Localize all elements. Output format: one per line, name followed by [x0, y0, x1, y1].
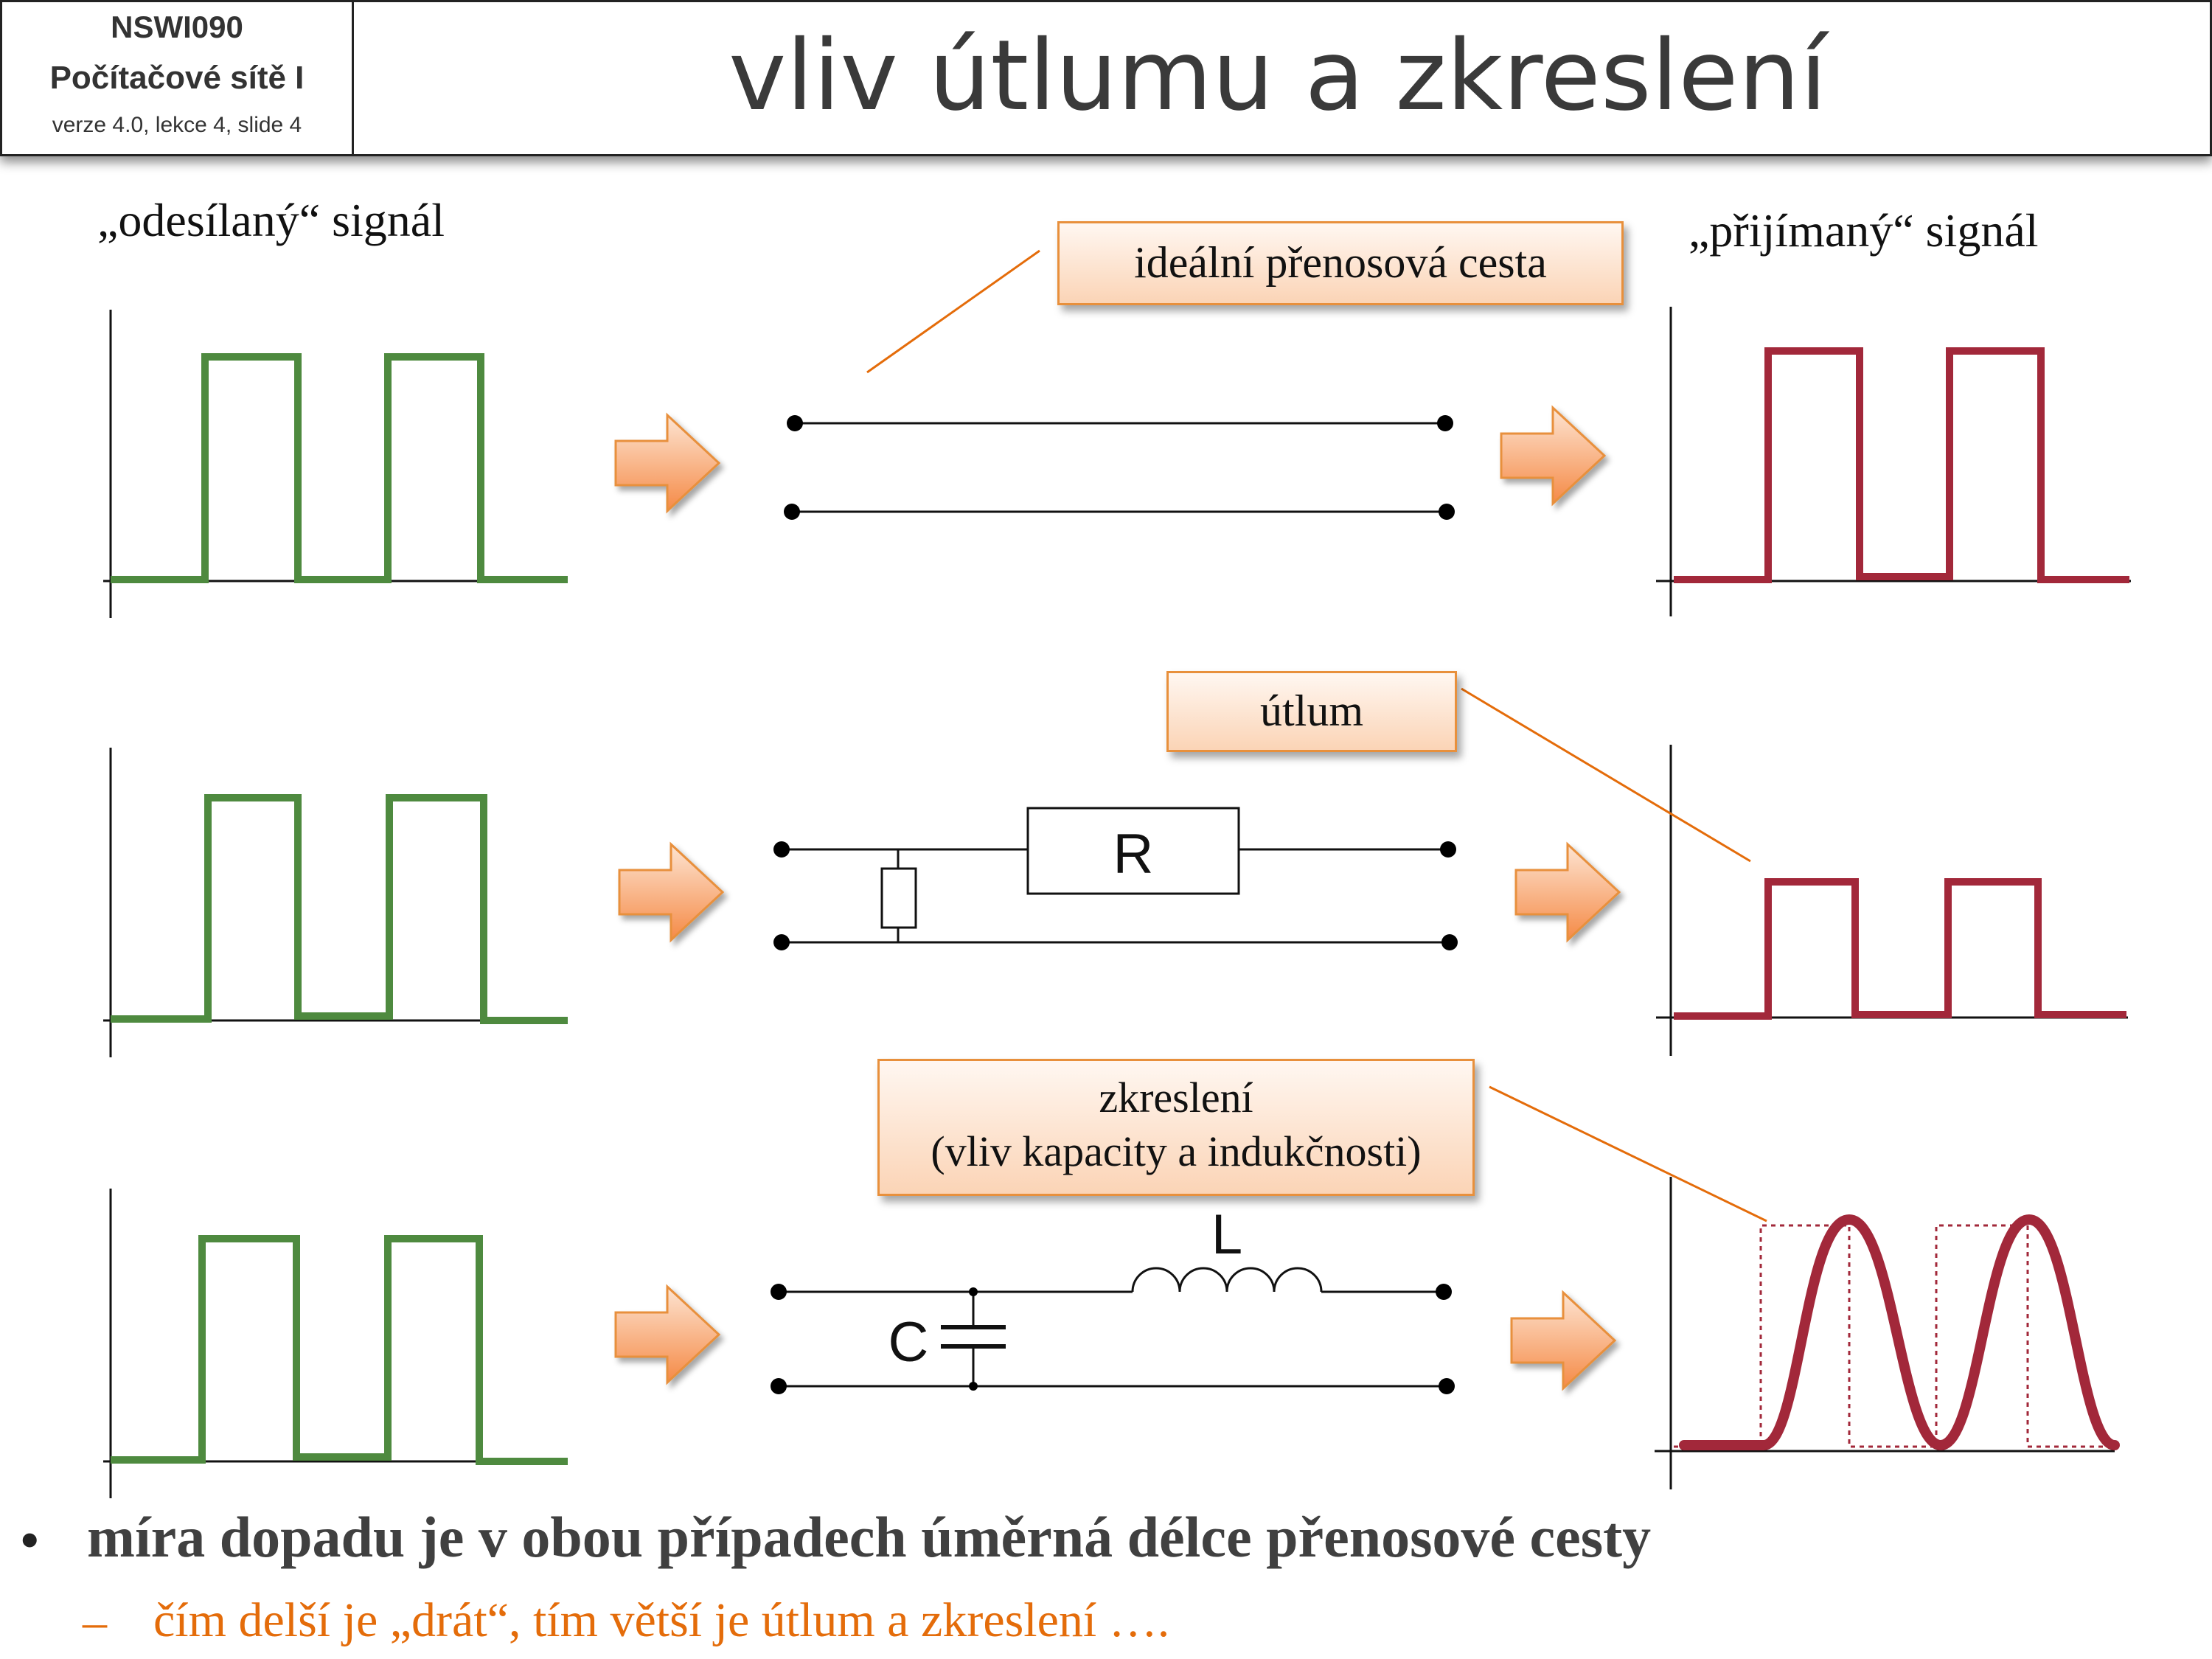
sent-signal-wave-1 — [111, 353, 568, 583]
bullet-main-text: míra dopadu je v obou případech úměrná d… — [87, 1505, 1652, 1569]
sub-bullet-text: čím delší je „drát“, tím větší je útlum … — [153, 1593, 1170, 1647]
course-name: Počítačové sítě I — [49, 60, 305, 96]
callout-ideal-path: ideální přenosová cesta — [1057, 221, 1624, 305]
row-ideal — [103, 249, 2131, 618]
received-signal-label: „přijímaný“ signál — [1688, 204, 2039, 257]
bullet-dot: • — [21, 1511, 39, 1568]
arrow-out-2 — [1516, 844, 1619, 940]
arrow-in-3 — [616, 1287, 719, 1382]
capacitor-label: C — [888, 1311, 929, 1374]
callout-distortion-title: zkreslení — [1099, 1074, 1253, 1121]
callout-attenuation-text: útlum — [1259, 686, 1363, 735]
arrow-out-1 — [1501, 408, 1604, 504]
sent-signal-wave-3 — [111, 1235, 568, 1465]
received-signal-wave-2 — [1674, 878, 2126, 1020]
ideal-line-circuit — [784, 415, 1455, 520]
sent-signal-wave-2 — [111, 794, 568, 1024]
row-distortion: C L — [103, 1085, 2120, 1498]
ideal-callout-pointer — [866, 249, 1040, 374]
row-attenuation: R — [103, 687, 2128, 1057]
callout-ideal-text: ideální přenosová cesta — [1134, 238, 1547, 287]
received-signal-wave-3 — [1679, 1214, 2120, 1451]
received-signal-axes-2 — [1656, 745, 2128, 1056]
sent-signal-axes-3 — [103, 1189, 568, 1498]
distortion-callout-pointer — [1489, 1085, 1767, 1222]
attenuation-callout-pointer — [1461, 687, 1751, 863]
callout-distortion-subtitle: (vliv kapacity a indukčnosti) — [931, 1127, 1422, 1175]
course-version: verze 4.0, lekce 4, slide 4 — [52, 113, 302, 137]
received-signal-wave-1 — [1674, 347, 2129, 583]
ideal-square-reference — [1674, 1224, 2110, 1448]
sub-bullet-dash: – — [83, 1595, 107, 1649]
distortion-circuit — [771, 1267, 1455, 1394]
sent-signal-axes-2 — [103, 748, 568, 1057]
received-signal-axes-3 — [1655, 1177, 2115, 1489]
slide-title: vliv útlumu a zkreslení — [728, 19, 1827, 133]
callout-distortion: zkreslení (vliv kapacity a indukčnosti) — [877, 1059, 1475, 1196]
arrow-in-2 — [619, 844, 723, 940]
slide-header: NSWI090 Počítačové sítě I verze 4.0, lek… — [0, 0, 2212, 156]
arrow-in-1 — [616, 415, 719, 511]
sent-signal-label: „odesílaný“ signál — [97, 194, 445, 246]
received-signal-axes-1 — [1656, 307, 2131, 616]
resistor-label: R — [1113, 823, 1154, 886]
course-info-box: NSWI090 Počítačové sítě I verze 4.0, lek… — [2, 2, 354, 154]
sent-signal-axes-1 — [103, 310, 568, 618]
arrow-out-3 — [1512, 1293, 1615, 1388]
course-code: NSWI090 — [111, 10, 243, 44]
callout-attenuation: útlum — [1166, 671, 1457, 752]
attenuation-circuit — [773, 807, 1458, 950]
inductor-label: L — [1211, 1203, 1242, 1266]
